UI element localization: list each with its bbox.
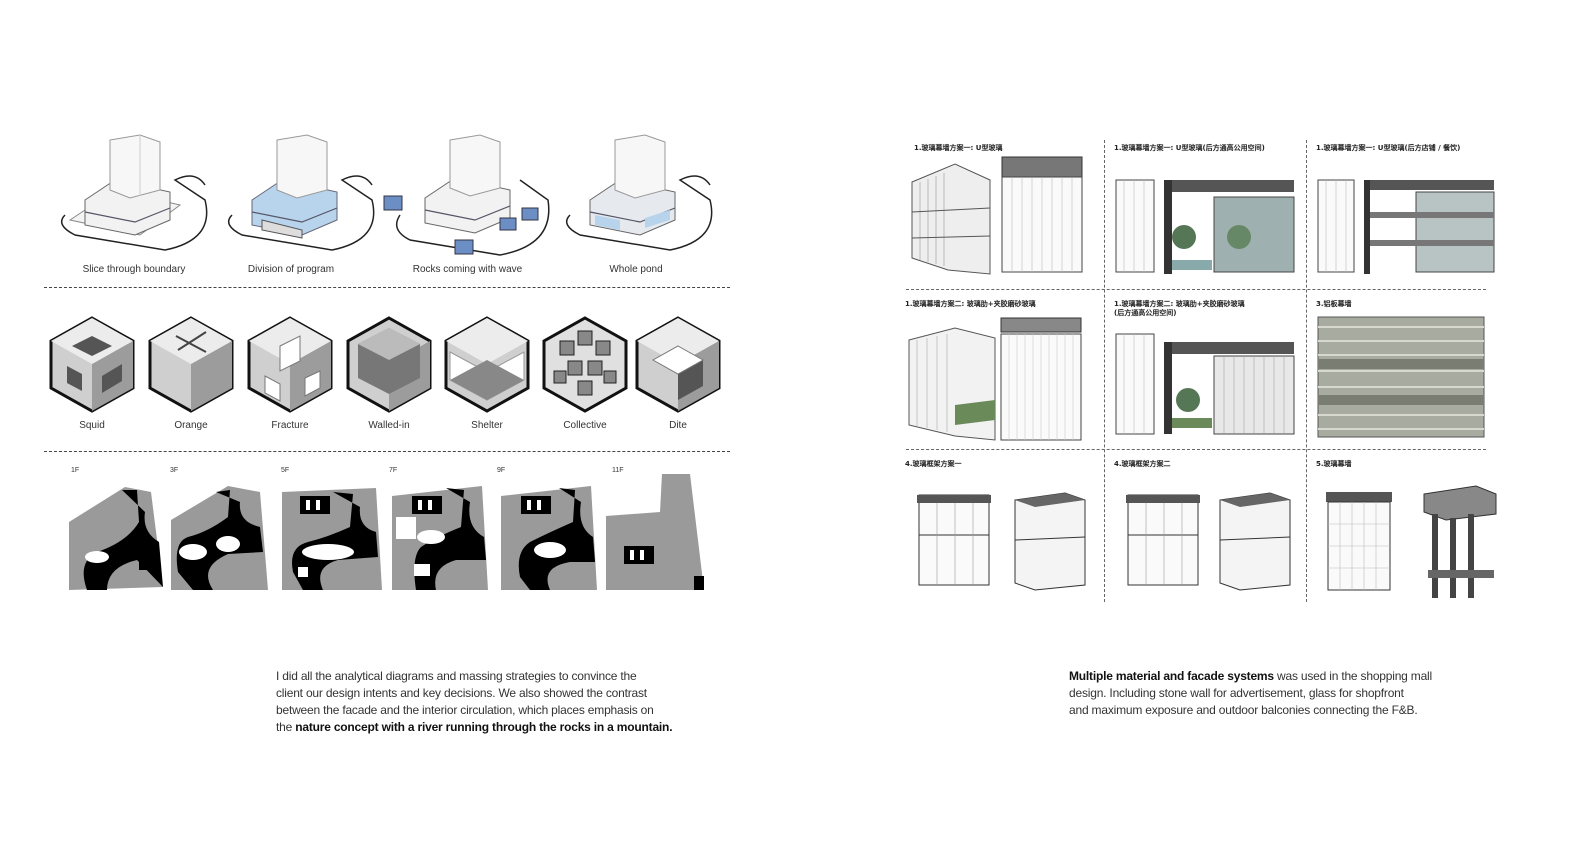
facade-drawing-u-glass	[911, 156, 1083, 275]
floor-label-7f: 7F	[389, 467, 398, 474]
cube-squid	[49, 316, 135, 413]
massing-label-3: Rocks coming with wave	[412, 264, 523, 275]
right-caption-line-2: design. Including stone wall for adverti…	[1069, 686, 1404, 700]
massing-diagram-rocks	[383, 134, 550, 256]
facade-drawing-aluminium	[1317, 316, 1485, 438]
cube-fracture	[247, 316, 333, 413]
left-caption-line-1: I did all the analytical diagrams and ma…	[276, 669, 637, 683]
right-caption-line-1-bold: Multiple material and facade systems	[1069, 669, 1274, 683]
right-caption-line-3: and maximum exposure and outdoor balconi…	[1069, 703, 1418, 717]
floor-plan-11f	[606, 474, 704, 590]
facade-drawing-glass-fin	[908, 317, 1082, 441]
massing-diagram-slice	[60, 134, 208, 251]
facade-drawing-u-glass-shops	[1317, 179, 1495, 274]
left-caption: I did all the analytical diagrams and ma…	[276, 668, 696, 736]
facade-drawing-frame-2	[1126, 492, 1291, 591]
facade-drawing-frame-1	[917, 492, 1086, 591]
sheet-title-7: 4.玻璃框架方案一	[905, 460, 962, 468]
left-caption-line-4: the nature concept with a river running …	[276, 719, 696, 736]
right-caption-line-1-plain: was used in the shopping mall	[1273, 669, 1432, 683]
left-caption-line-3: between the facade and the interior circ…	[276, 703, 654, 717]
cube-label-fracture: Fracture	[271, 420, 309, 431]
sheet-title-4: 1.玻璃幕墙方案二: 玻璃肋+夹胶磨砂玻璃	[905, 300, 1036, 308]
floor-label-1f: 1F	[71, 467, 80, 474]
cube-label-dite: Dite	[669, 420, 687, 431]
divider-line-1	[44, 287, 730, 288]
sheet-title-2: 1.玻璃幕墙方案一: U型玻璃(后方通高公用空间)	[1114, 144, 1265, 152]
floor-plan-1f	[69, 487, 163, 590]
left-caption-line-2: client our design intents and key decisi…	[276, 686, 647, 700]
cube-collective	[542, 316, 628, 413]
sheet-title-1: 1.玻璃幕墙方案一: U型玻璃	[914, 144, 1003, 152]
cube-shelter	[444, 316, 530, 413]
cube-dite	[635, 316, 721, 413]
massing-label-4: Whole pond	[609, 264, 663, 275]
right-caption-line-1: Multiple material and facade systems was…	[1069, 668, 1469, 685]
sheet-title-6: 3.铝板幕墙	[1316, 300, 1352, 308]
grid-divider-v1	[1104, 140, 1105, 602]
cube-label-walled-in: Walled-in	[368, 420, 410, 431]
massing-label-1: Slice through boundary	[82, 264, 186, 275]
facade-drawing-u-glass-atrium	[1115, 179, 1295, 274]
sheet-title-8: 4.玻璃框架方案二	[1114, 460, 1171, 468]
facade-drawing-curtain-wall	[1326, 485, 1497, 598]
sheet-title-3: 1.玻璃幕墙方案一: U型玻璃(后方店铺 / 餐饮)	[1316, 144, 1461, 152]
floor-label-11f: 11F	[612, 467, 624, 474]
floor-label-3f: 3F	[170, 467, 179, 474]
sheet-title-9: 5.玻璃幕墙	[1316, 460, 1352, 468]
facade-drawing-glass-fin-atrium	[1115, 333, 1295, 435]
cube-label-shelter: Shelter	[471, 420, 503, 431]
cube-label-collective: Collective	[563, 420, 607, 431]
cube-label-orange: Orange	[174, 420, 208, 431]
left-caption-line-4-bold: nature concept with a river running thro…	[295, 720, 673, 734]
cube-label-squid: Squid	[79, 420, 105, 431]
floor-label-9f: 9F	[497, 467, 506, 474]
massing-diagram-pond	[565, 134, 713, 251]
divider-line-2	[44, 451, 730, 452]
right-caption: Multiple material and facade systems was…	[1069, 668, 1469, 719]
massing-diagram-division	[227, 134, 375, 251]
floor-plan-7f	[392, 486, 488, 590]
floor-plan-9f	[501, 486, 597, 590]
cube-walled-in	[346, 316, 432, 413]
grid-divider-h2	[906, 449, 1486, 450]
massing-label-2: Division of program	[247, 264, 335, 275]
grid-divider-h1	[906, 289, 1486, 290]
floor-plan-5f	[282, 488, 382, 590]
left-caption-line-4-plain: the	[276, 720, 296, 734]
cube-orange	[148, 316, 234, 413]
grid-divider-v2	[1306, 140, 1307, 602]
sheet-title-5: 1.玻璃幕墙方案二: 玻璃肋+夹胶磨砂玻璃	[1114, 300, 1245, 308]
floor-label-5f: 5F	[281, 467, 290, 474]
sheet-subtitle-5: (后方通高公用空间)	[1114, 309, 1177, 317]
floor-plan-3f	[171, 486, 268, 590]
